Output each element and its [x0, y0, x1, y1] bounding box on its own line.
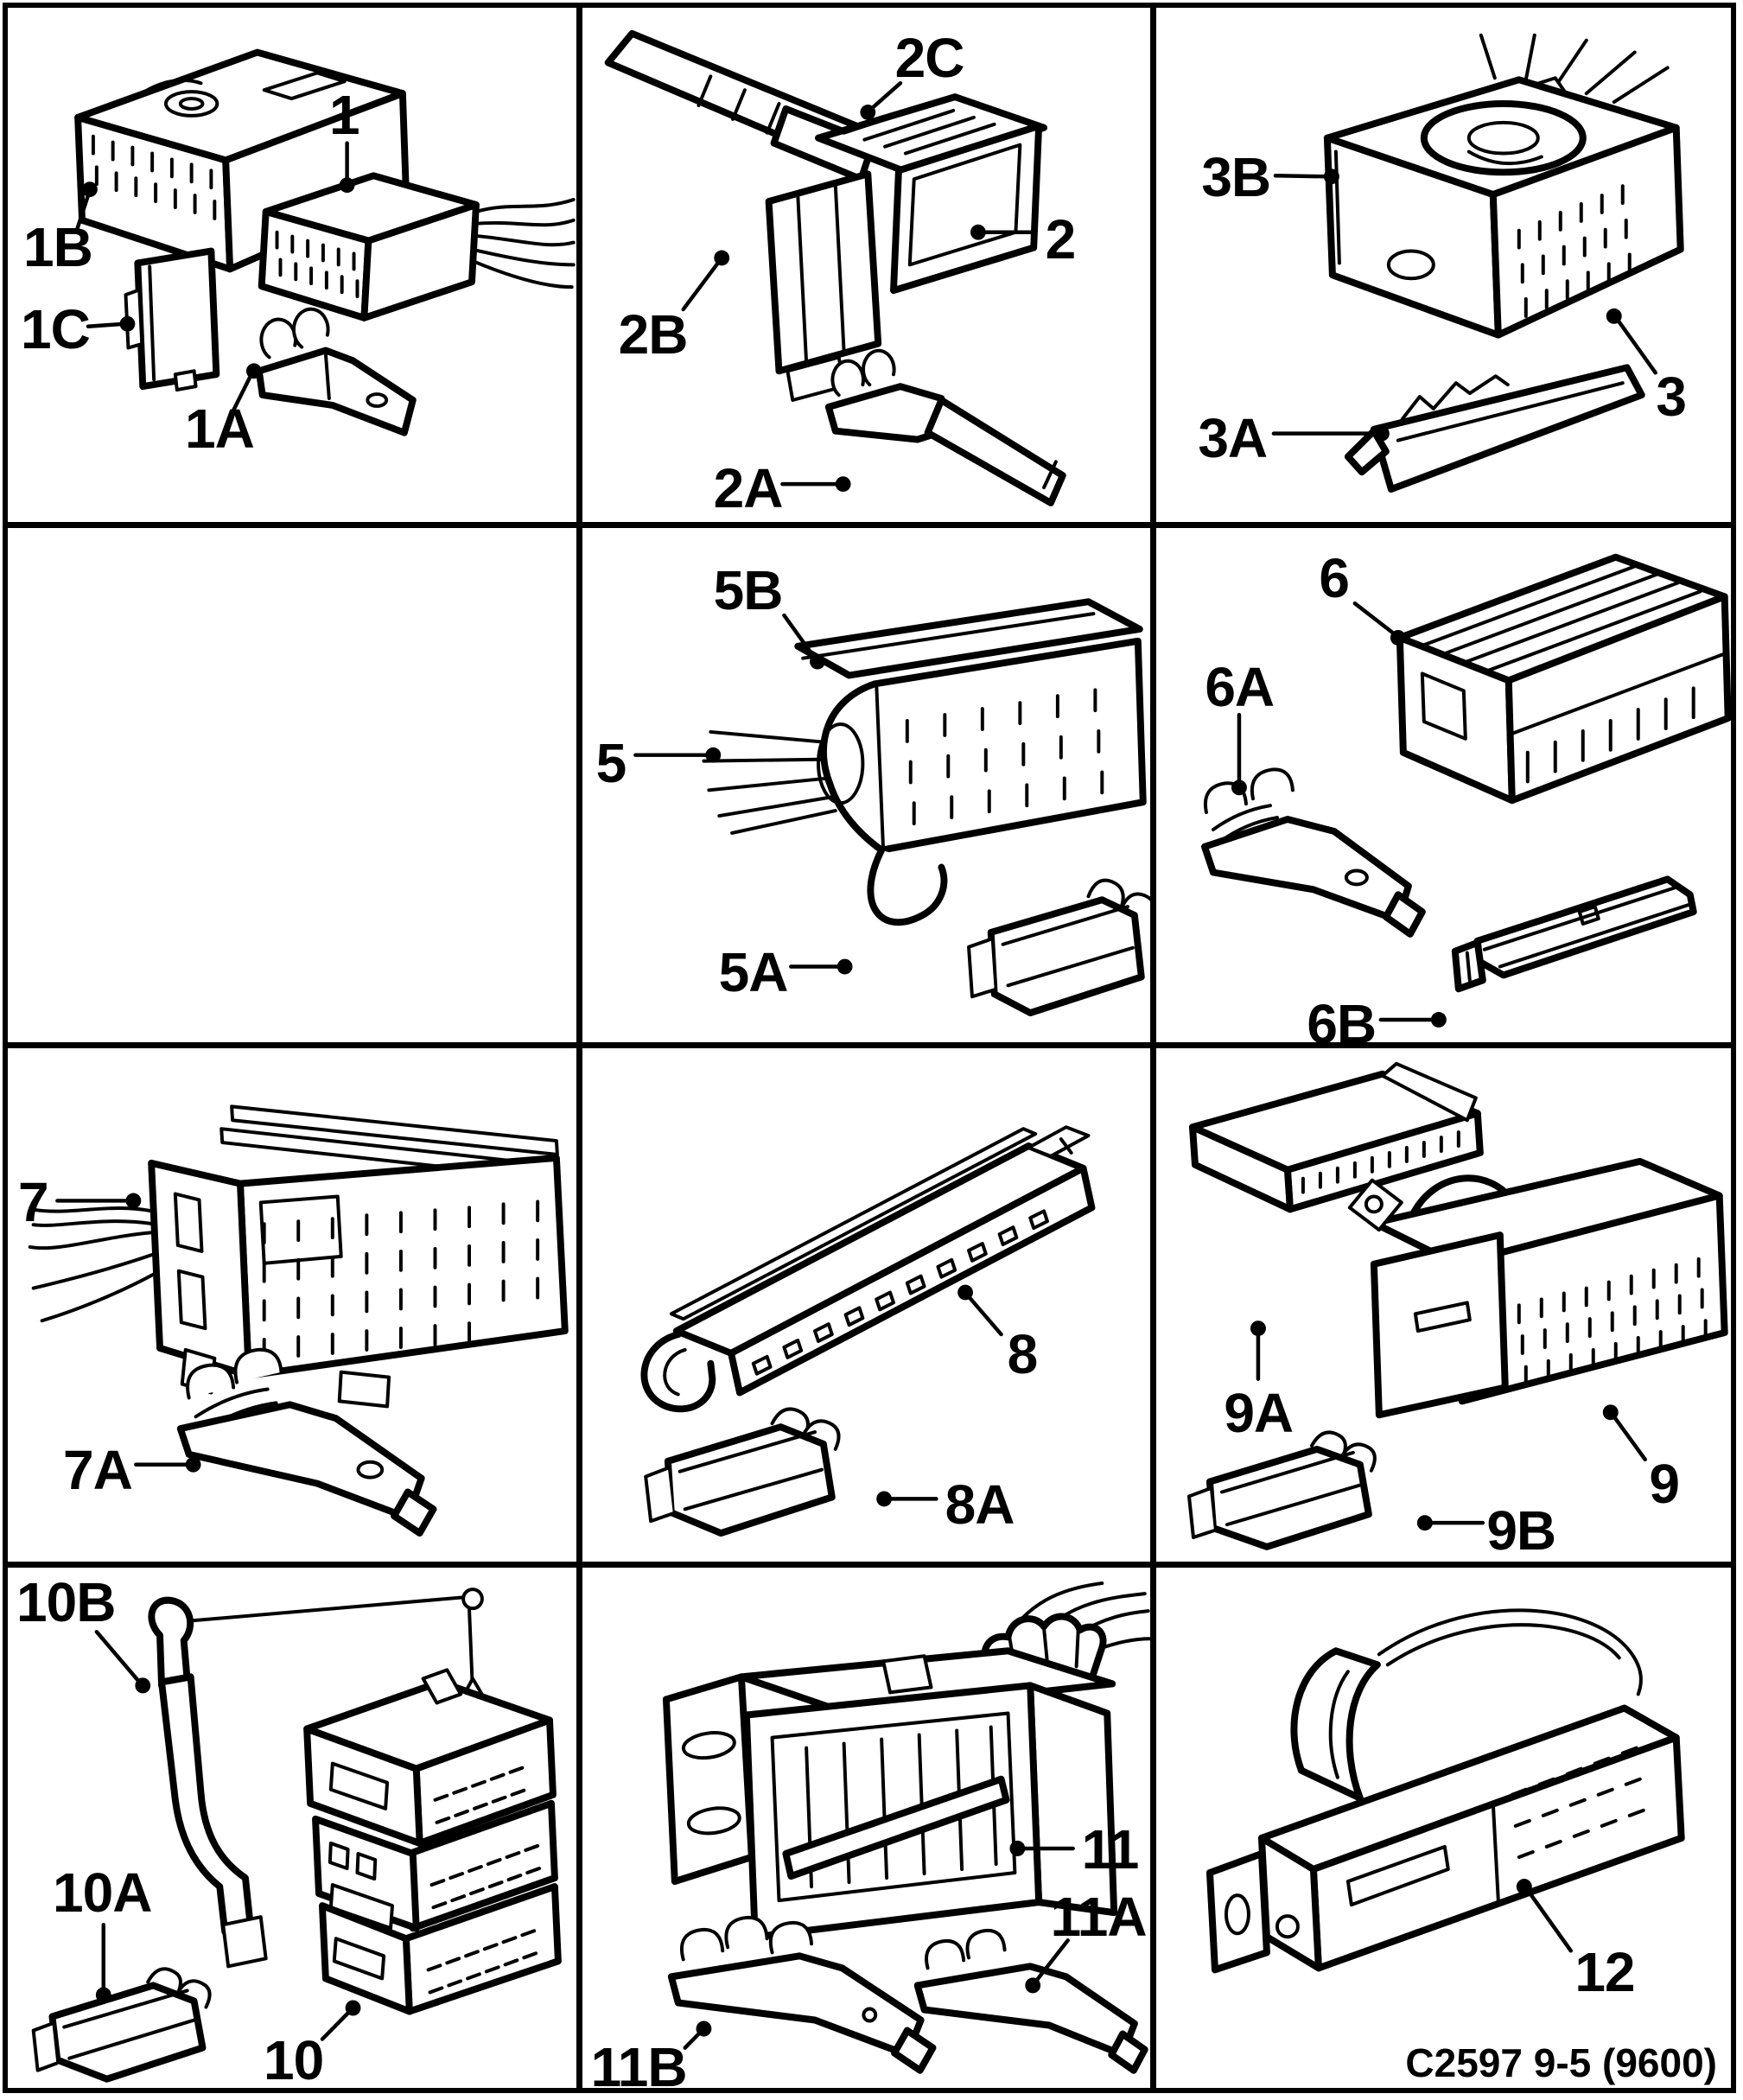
callout-3b: 3B [1201, 146, 1271, 208]
connector-12-art [1206, 1608, 1686, 1974]
terminal-3a-art [1345, 364, 1646, 493]
connector-1-art [73, 48, 576, 436]
cell-connector-3: 3 3A 3B [1156, 8, 1731, 528]
terminal-1a-art [255, 307, 417, 436]
callout-8a: 8A [945, 1473, 1015, 1536]
callout-9: 9 [1649, 1452, 1680, 1515]
callout-9a: 9A [1224, 1381, 1294, 1444]
leader-lines [633, 613, 853, 975]
callout-11b: 11B [590, 2036, 688, 2088]
callout-5a: 5A [718, 940, 789, 1003]
connector-7-art [28, 1104, 569, 1537]
callout-2b: 2B [618, 303, 689, 366]
connector-1-body-art [258, 172, 576, 321]
cell-connector-9: 9 9A 9B [1156, 1048, 1731, 1569]
callout-1c: 1C [21, 298, 91, 360]
leader-lines [73, 141, 355, 413]
leader-lines [1272, 169, 1658, 442]
connector-3-art [1272, 33, 1685, 493]
callout-7a: 7A [63, 1438, 133, 1501]
callout-7: 7 [18, 1170, 49, 1233]
terminal-11a-art [913, 1929, 1148, 2074]
callout-6: 6 [1319, 546, 1350, 609]
terminal-9b-art [1187, 1430, 1377, 1550]
terminal-11b-art [667, 1916, 937, 2074]
callout-9b: 9B [1486, 1499, 1556, 1562]
terminal-5a-art [966, 878, 1151, 1016]
connector-11-body-art [662, 1581, 1151, 1941]
connector-6-body-art [1396, 553, 1731, 804]
figure-caption: C2597 9-5 (9600) [1405, 2040, 1717, 2085]
callout-5b: 5B [713, 558, 784, 621]
housing-9-art [1348, 1157, 1729, 1418]
cell-connector-11: 11 11A 11B [582, 1568, 1157, 2088]
terminal-6a-art [1201, 767, 1427, 938]
callout-2: 2 [1045, 208, 1077, 270]
callout-6b: 6B [1307, 992, 1377, 1048]
connector-10-art [31, 1588, 562, 2083]
connector-2-body-art [765, 93, 1047, 402]
lock-strip-6b-art [1452, 875, 1698, 993]
connector-2-art [604, 29, 1066, 506]
cell-connector-5: 5 5A 5B [582, 527, 1157, 1048]
connector-7-body-art [28, 1104, 569, 1408]
callout-2c: 2C [894, 27, 965, 89]
callout-10: 10 [264, 2029, 324, 2088]
callout-6a: 6A [1205, 655, 1275, 718]
cell-empty [8, 527, 582, 1048]
callout-8: 8 [1007, 1322, 1039, 1385]
cell-connector-1: 1 1A 1B 1C [8, 8, 582, 528]
callout-1a: 1A [185, 398, 255, 460]
terminal-2a-art [824, 348, 1066, 506]
connector-5-art [633, 598, 1151, 1016]
cover-1c-art [124, 247, 220, 392]
connector-8-art [640, 1124, 1096, 1537]
terminal-8a-art [643, 1406, 841, 1537]
cell-connector-6: 6 6A 6B [1156, 528, 1731, 1048]
terminal-10a-art [31, 1967, 212, 2083]
connector-9-art [1187, 1061, 1729, 1550]
callout-1b: 1B [23, 216, 93, 278]
leader-lines [55, 1193, 201, 1473]
leader-lines [1231, 601, 1447, 1028]
leader-lines [1250, 1320, 1648, 1530]
cell-connector-7: 7 7A [8, 1047, 582, 1569]
connector-11-art [662, 1581, 1151, 2074]
leader-lines [94, 1630, 361, 2042]
connector-5-body-art [702, 598, 1147, 926]
leader-lines [1517, 1879, 1574, 1953]
strip-9a-art [1189, 1061, 1485, 1212]
callout-3a: 3A [1198, 407, 1268, 469]
cell-connector-10: 10 10A 10B [8, 1568, 582, 2088]
terminal-7a-art [176, 1347, 437, 1537]
callout-3: 3 [1656, 366, 1687, 428]
cell-connector-12: 12 C2597 9-5 (9600) [1156, 1568, 1731, 2088]
leader-lines [683, 1841, 1075, 2051]
housing-3-art [1324, 33, 1685, 339]
callout-11a: 11A [1050, 1886, 1148, 1949]
connector-12-body-art [1206, 1608, 1686, 1974]
leader-lines [875, 1284, 1003, 1506]
callout-1: 1 [329, 84, 360, 146]
cell-connector-8: 8 8A [582, 1047, 1157, 1569]
callout-10b: 10B [16, 1571, 116, 1634]
callout-2a: 2A [713, 457, 784, 519]
connector-6-art [1201, 553, 1731, 1028]
callout-10a: 10A [53, 1861, 152, 1925]
connector-8-body-art [640, 1124, 1096, 1412]
stacked-connector-10-art [303, 1668, 562, 2015]
callout-11: 11 [1081, 1818, 1140, 1881]
diagram-grid: 1 1A 1B 1C [3, 3, 1736, 2093]
callout-5: 5 [595, 731, 627, 794]
leader-lines [681, 80, 1036, 493]
cell-connector-2: 2 2A 2B 2C [582, 8, 1157, 528]
callout-12: 12 [1574, 1941, 1635, 2004]
